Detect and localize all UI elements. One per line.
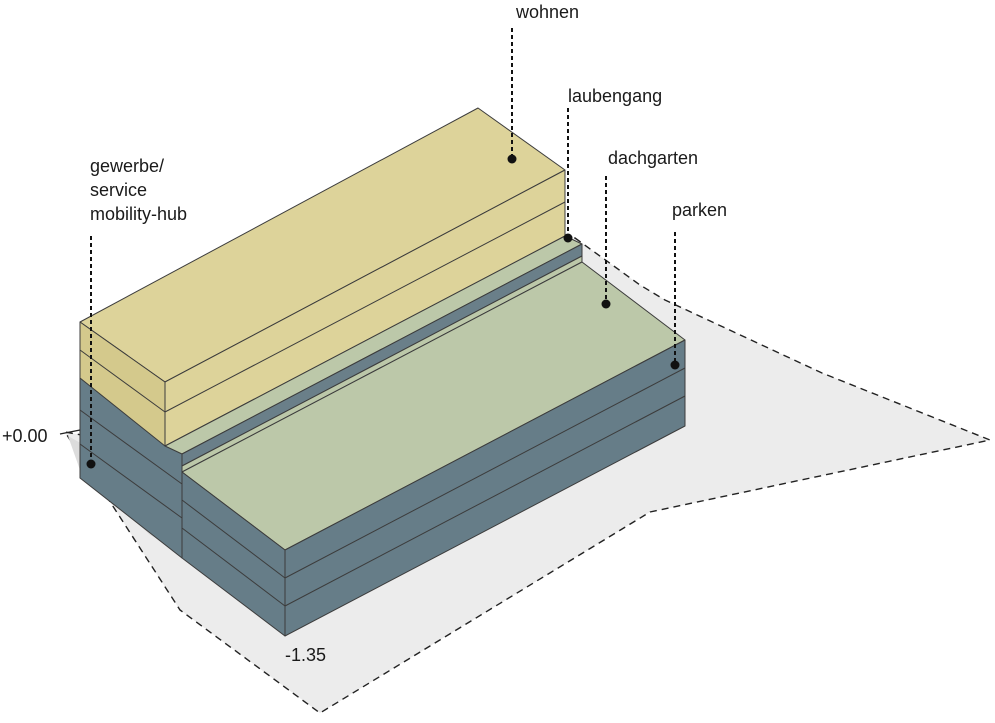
dachgarten-marker — [601, 299, 611, 309]
dachgarten-label: dachgarten — [608, 148, 698, 168]
gewerbe-label-line1: gewerbe/ — [90, 156, 164, 176]
wohnen-label: wohnen — [515, 2, 579, 22]
laubengang-label: laubengang — [568, 86, 662, 106]
parken-front-face — [284, 339, 686, 637]
wohnen-marker — [507, 154, 517, 164]
parken-label: parken — [672, 200, 727, 220]
ground-level-tick — [59, 429, 81, 435]
ground-level-label: +0.00 — [2, 426, 48, 446]
basement-level-label: -1.35 — [285, 645, 326, 665]
parken-marker — [670, 360, 680, 370]
laubengang-marker — [563, 233, 573, 243]
gewerbe-marker — [86, 459, 96, 469]
gewerbe-label-line2: service — [90, 180, 147, 200]
gewerbe-label-line3: mobility-hub — [90, 204, 187, 224]
